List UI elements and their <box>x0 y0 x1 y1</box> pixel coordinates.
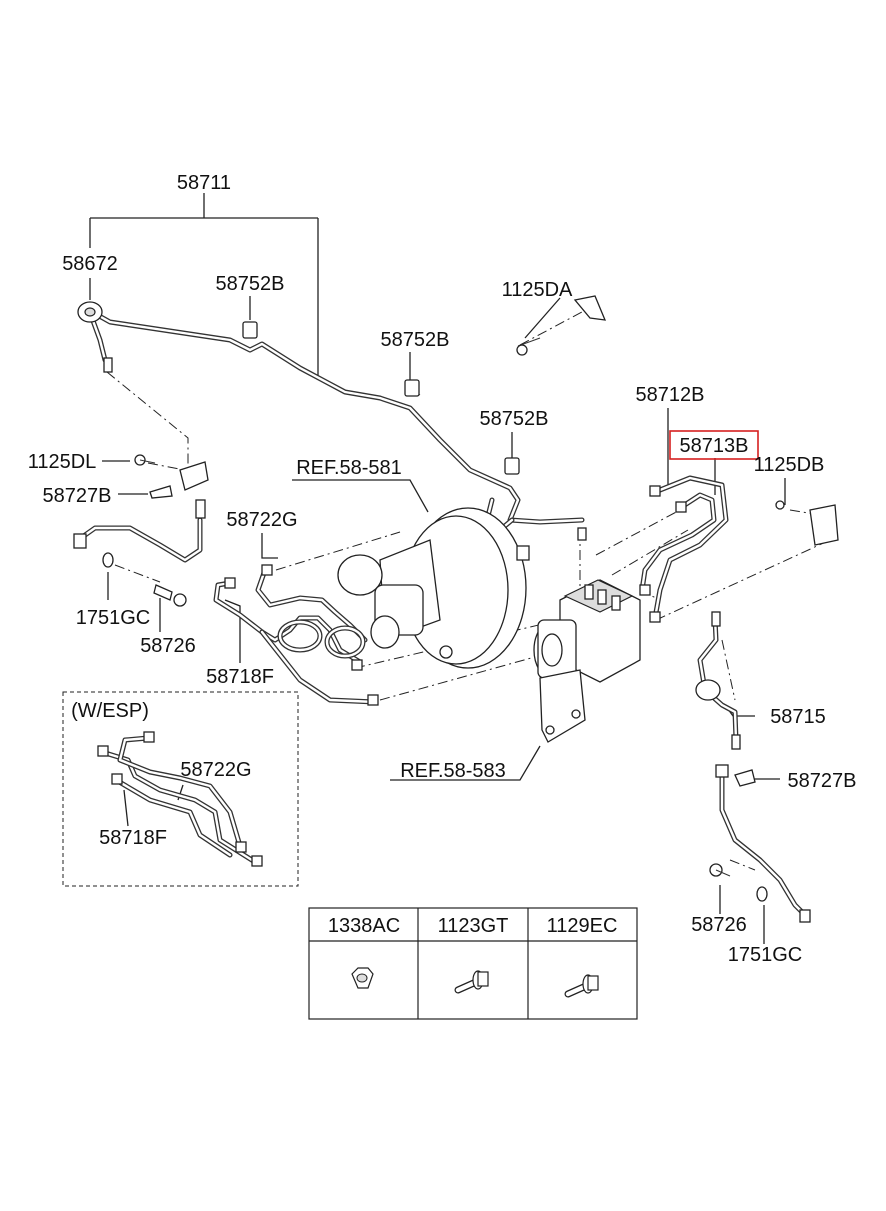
table-header-1123gt: 1123GT <box>438 915 509 937</box>
label-58715: 58715 <box>770 706 826 728</box>
label-58718f-2: 58718F <box>99 827 167 849</box>
label-58752b-2: 58752B <box>381 329 450 351</box>
label-58722g-1: 58722G <box>226 509 297 531</box>
label-58718f-1: 58718F <box>206 666 274 688</box>
abs-hydraulic-unit <box>533 579 641 743</box>
label-58726-1: 58726 <box>140 635 196 657</box>
label-58752b-1: 58752B <box>216 273 285 295</box>
label-58711: 58711 <box>177 172 231 194</box>
nut-icon <box>351 967 374 989</box>
label-58727b-1: 58727B <box>43 485 112 507</box>
table-header-1338ac: 1338AC <box>328 915 400 937</box>
label-58752b-3: 58752B <box>480 408 549 430</box>
label-1125da: 1125DA <box>502 279 573 301</box>
label-58672: 58672 <box>62 253 118 275</box>
leader-lines <box>89 193 786 944</box>
label-w-esp: (W/ESP) <box>71 700 149 722</box>
label-1751gc-1: 1751GC <box>76 607 151 629</box>
label-1125db: 1125DB <box>754 454 825 476</box>
fastener-table: 1338AC 1123GT 1129EC <box>308 907 638 1020</box>
label-58713b: 58713B <box>680 435 749 457</box>
brake-pipes <box>75 309 811 921</box>
highlight-box <box>669 430 759 460</box>
label-58727b-2: 58727B <box>788 770 857 792</box>
label-58722g-2: 58722G <box>180 759 251 781</box>
flange-bolt-icon <box>454 970 489 994</box>
assembly-lines <box>106 304 831 871</box>
flange-bolt-icon <box>564 974 599 998</box>
brake-booster <box>337 507 530 669</box>
label-ref-58-581: REF.58-581 <box>296 457 402 479</box>
table-header-1129ec: 1129EC <box>547 915 618 937</box>
small-parts <box>73 295 839 923</box>
label-1125dl: 1125DL <box>28 451 97 473</box>
label-58712b: 58712B <box>636 384 705 406</box>
label-ref-58-583: REF.58-583 <box>400 760 506 782</box>
label-58726-2: 58726 <box>691 914 747 936</box>
callout-labels: 58711 58672 58752B 1125DA 58752B 58712B … <box>28 172 857 966</box>
esp-variant-inset-frame <box>62 691 299 887</box>
label-1751gc-2: 1751GC <box>728 944 803 966</box>
